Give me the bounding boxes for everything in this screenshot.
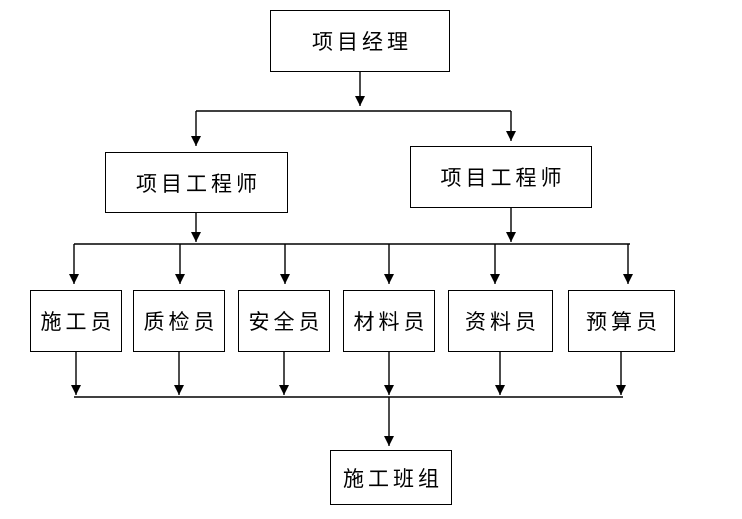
node-label: 预算员 bbox=[586, 310, 661, 334]
node-project-engineer-right: 项目工程师 bbox=[410, 146, 592, 208]
node-label: 施工班组 bbox=[343, 466, 443, 491]
node-project-manager: 项目经理 bbox=[270, 10, 450, 72]
node-safety-officer: 安全员 bbox=[238, 290, 330, 352]
node-label: 材料员 bbox=[353, 310, 429, 334]
node-project-engineer-left: 项目工程师 bbox=[105, 152, 288, 213]
node-material-officer: 材料员 bbox=[343, 290, 435, 352]
node-label: 安全员 bbox=[248, 310, 324, 334]
node-label: 项目经理 bbox=[312, 30, 412, 54]
node-budget-officer: 预算员 bbox=[568, 290, 675, 352]
node-label: 质检员 bbox=[143, 310, 219, 334]
node-document-controller: 资料员 bbox=[448, 290, 553, 352]
node-construction-crew: 施工班组 bbox=[330, 450, 452, 505]
node-construction-worker: 施工员 bbox=[30, 290, 122, 352]
node-quality-inspector: 质检员 bbox=[133, 290, 225, 352]
node-label: 项目工程师 bbox=[136, 171, 261, 196]
node-label: 施工员 bbox=[40, 310, 116, 334]
node-label: 资料员 bbox=[465, 310, 540, 334]
node-label: 项目工程师 bbox=[440, 166, 566, 190]
